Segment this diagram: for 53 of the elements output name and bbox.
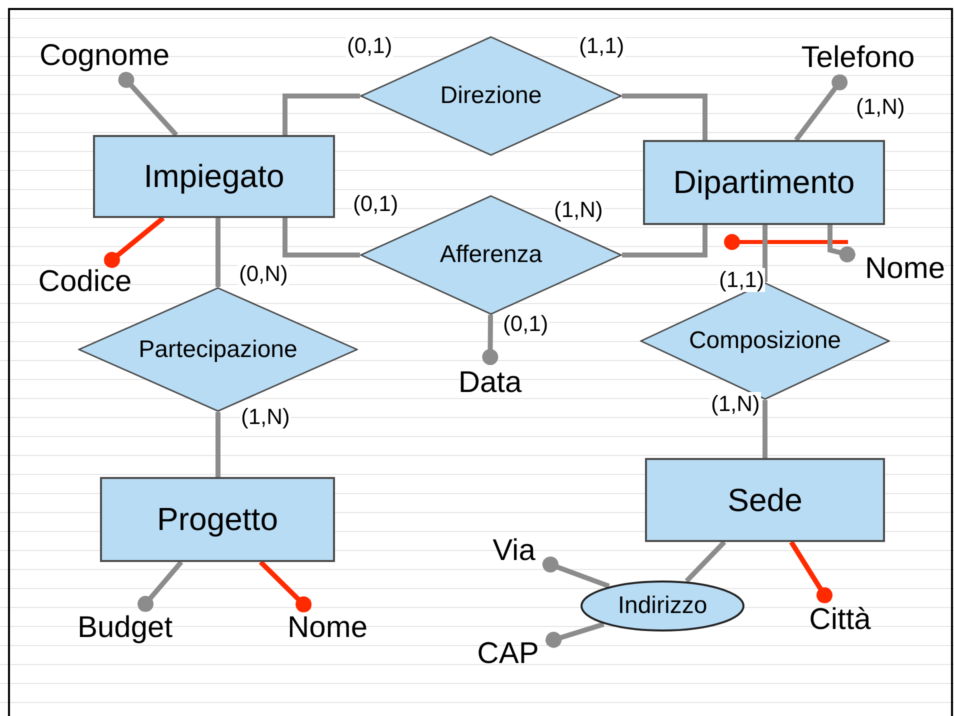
connector-line	[828, 225, 856, 262]
entity-name: Dipartimento	[673, 164, 855, 201]
relationship-name: Composizione	[688, 327, 842, 355]
connector-line	[622, 225, 708, 258]
cardinality-label: (1,1)	[578, 34, 626, 58]
attribute-name: CAP	[470, 636, 546, 672]
connector-line	[118, 72, 178, 137]
connector-line	[482, 314, 498, 366]
connector-line	[545, 622, 604, 648]
attribute-name: Nome	[855, 252, 954, 286]
cardinality-label: (1,N)	[710, 392, 761, 416]
cardinality-label: (0,1)	[352, 192, 400, 216]
connector-line	[789, 540, 832, 604]
attribute-name: Data	[445, 365, 535, 401]
entity-box	[100, 477, 335, 562]
connector-line	[258, 560, 312, 612]
entity-box	[643, 140, 885, 225]
cardinality-label: (1,N)	[855, 95, 906, 120]
entity-box	[645, 458, 885, 542]
entity-name: Impiegato	[144, 158, 284, 195]
entity-box	[93, 135, 335, 218]
connector-line	[282, 218, 360, 258]
attribute-name: Via	[485, 533, 543, 569]
connector-line	[138, 560, 184, 612]
entity-name: Sede	[728, 482, 802, 518]
connector-line	[622, 94, 708, 140]
connector-line	[104, 216, 165, 268]
attribute-name: Città	[800, 602, 880, 638]
connector-line	[216, 412, 220, 477]
relationship-name: Indirizzo	[618, 592, 708, 620]
connector-line	[794, 74, 848, 142]
attribute-ellipse	[580, 580, 745, 632]
attribute-name: Nome	[275, 610, 380, 646]
cardinality-label: (0,N)	[238, 262, 289, 286]
attribute-name: Telefono	[783, 40, 933, 76]
relationship-name: Partecipazione	[138, 336, 298, 364]
cardinality-label: (0,1)	[502, 312, 550, 336]
cardinality-label: (1,1)	[718, 268, 766, 292]
cardinality-label: (0,1)	[346, 34, 394, 58]
relationship-name: Direzione	[440, 82, 542, 110]
attribute-name: Cognome	[22, 38, 187, 74]
relationship-name: Afferenza	[440, 241, 542, 269]
connector-line	[216, 218, 220, 287]
entity-name: Progetto	[157, 501, 278, 538]
connector-line	[762, 400, 768, 458]
connector-line	[282, 94, 360, 135]
cardinality-label: (1,N)	[240, 405, 291, 430]
connector-line	[762, 225, 768, 282]
attribute-name: Codice	[25, 265, 145, 299]
connector-line	[542, 556, 610, 589]
connector-line	[684, 540, 726, 583]
cardinality-label: (1,N)	[553, 198, 604, 222]
attribute-name: Budget	[62, 610, 188, 646]
